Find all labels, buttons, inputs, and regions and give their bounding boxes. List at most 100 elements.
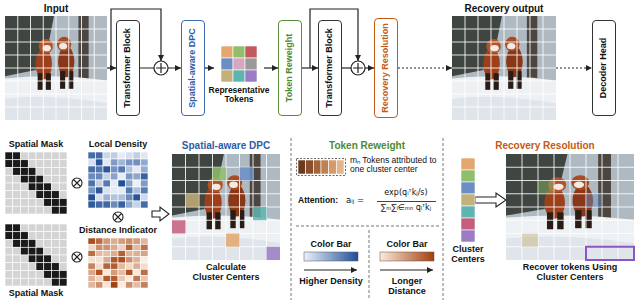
mask-cell	[44, 175, 52, 183]
density-cell	[88, 173, 96, 180]
mask-cell	[13, 175, 21, 183]
input-image: Input	[5, 16, 107, 120]
mask-cell	[36, 168, 44, 176]
density-cell	[133, 159, 141, 166]
mask-cell	[13, 263, 21, 271]
mask-cell	[5, 152, 13, 160]
cluster-center-cell	[213, 167, 227, 180]
scale-arrow	[380, 270, 433, 271]
mask-cell	[28, 263, 36, 271]
distance-cell	[103, 251, 111, 257]
mask-cell	[44, 271, 52, 279]
multiply-symbol	[72, 178, 82, 188]
mask-cell	[5, 175, 13, 183]
density-cell	[96, 194, 104, 201]
density-cell	[96, 180, 104, 187]
mask-cell	[36, 224, 44, 232]
density-cell	[118, 187, 126, 194]
mask-cell	[59, 255, 67, 263]
distance-cell	[133, 269, 141, 275]
distance-cell	[118, 276, 126, 282]
distance-cell	[96, 251, 104, 257]
center-cell	[461, 158, 475, 170]
distance-cell	[133, 244, 141, 250]
distance-cell	[118, 263, 126, 269]
distance-cell	[141, 244, 149, 250]
density-cell	[88, 194, 96, 201]
density-cell	[126, 201, 134, 208]
distance-cell	[103, 244, 111, 250]
mask-cell	[5, 224, 13, 232]
mask-cell	[44, 278, 52, 286]
mask-cell	[36, 240, 44, 248]
figure-path	[74, 254, 81, 261]
density-cell	[88, 201, 96, 208]
mask-cell	[21, 160, 29, 168]
node-text: Longer Distance	[372, 277, 442, 297]
mask-cell	[44, 152, 52, 160]
density-cell	[141, 180, 149, 187]
density-cell	[141, 194, 149, 201]
token-cell	[245, 58, 257, 70]
mask-cell	[13, 224, 21, 232]
density-cell	[118, 173, 126, 180]
mask-cell	[59, 278, 67, 286]
distance-cell	[141, 269, 149, 275]
mask-cell	[36, 206, 44, 214]
distance-cell	[96, 263, 104, 269]
density-cell	[141, 159, 149, 166]
mask-cell	[59, 175, 67, 183]
distance-cell	[133, 238, 141, 244]
distance-cell	[141, 276, 149, 282]
mask-cell	[52, 199, 60, 207]
dpc-photo	[172, 154, 280, 260]
token-cell	[221, 46, 233, 58]
mask-cell	[21, 199, 29, 207]
density-cell	[88, 159, 96, 166]
distance-cell	[141, 263, 149, 269]
figure-path	[156, 63, 166, 73]
density-cell	[111, 173, 119, 180]
mask-cell	[36, 263, 44, 271]
mask-cell	[5, 247, 13, 255]
density-cell	[96, 201, 104, 208]
token-cell	[329, 160, 337, 174]
node-text: mₙ Tokens attributed to one cluster cent…	[350, 156, 438, 175]
token-cell	[245, 46, 257, 58]
distance-cell	[118, 244, 126, 250]
transformer-block: Transformer Block	[318, 20, 342, 116]
mask-cell	[52, 191, 60, 199]
mask-cell	[21, 263, 29, 271]
add-symbol	[351, 61, 365, 75]
mask-cell	[28, 278, 36, 286]
distance-cell	[88, 269, 96, 275]
token-group-outline	[297, 159, 346, 176]
cluster-center-cell	[253, 207, 267, 220]
distance-cell	[118, 238, 126, 244]
mask-cell	[36, 278, 44, 286]
token-cell	[221, 70, 233, 82]
mask-cell	[52, 168, 60, 176]
mask-cell	[28, 160, 36, 168]
node-text: Decoder Head	[599, 38, 609, 99]
multiply-symbol	[72, 252, 82, 262]
mask-cell	[36, 191, 44, 199]
density-cell	[133, 201, 141, 208]
mask-cell	[44, 232, 52, 240]
mask-cell	[52, 255, 60, 263]
distance-cell	[111, 251, 119, 257]
distance-cell	[126, 263, 134, 269]
density-cell	[111, 159, 119, 166]
formula-text: exp(qᵢᵀkⱼ/s)	[384, 189, 427, 198]
mask-cell	[21, 247, 29, 255]
recovered-region	[586, 247, 634, 260]
distance-cell	[141, 282, 149, 288]
panel-label: Spatial-aware DPC	[182, 140, 270, 151]
density-map: Local Density	[88, 152, 148, 208]
recovered-cell	[586, 194, 602, 207]
density-cell	[118, 194, 126, 201]
mask-cell	[21, 271, 29, 279]
density-cell	[111, 194, 119, 201]
mask-cell	[28, 183, 36, 191]
center-cell	[461, 170, 475, 182]
